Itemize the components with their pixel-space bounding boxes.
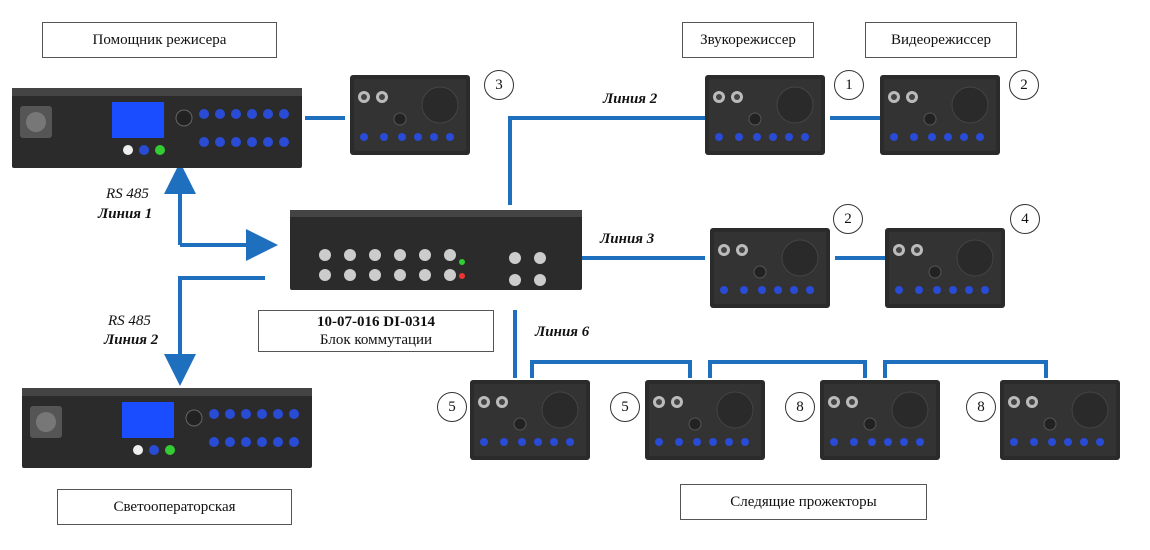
followspots-box: Следящие прожекторы bbox=[680, 484, 927, 520]
number-badge-8b: 8 bbox=[966, 392, 996, 422]
light-operator-box: Светооператорская bbox=[57, 489, 292, 525]
video-director-box: Видеорежиссер bbox=[865, 22, 1017, 58]
console-spot-2 bbox=[644, 379, 766, 461]
console-3 bbox=[349, 74, 471, 156]
switch-name-label: Блок коммутации bbox=[319, 332, 433, 348]
console-line3-a bbox=[709, 227, 831, 309]
console-spot-1 bbox=[469, 379, 591, 461]
number-badge-2b: 2 bbox=[833, 204, 863, 234]
video-director-label: Видеорежиссер bbox=[890, 31, 992, 48]
line2-label: Линия 2 bbox=[603, 91, 658, 107]
switch-box: 10-07-016 DI-0314 Блок коммутации bbox=[258, 310, 494, 352]
number-badge-1: 1 bbox=[834, 70, 864, 100]
sound-director-box: Звукорежиссер bbox=[682, 22, 814, 58]
number-badge-2a: 2 bbox=[1009, 70, 1039, 100]
console-video bbox=[879, 74, 1001, 156]
switch-model-label: 10-07-016 DI-0314 bbox=[317, 314, 435, 330]
assistant-rack-device bbox=[11, 87, 303, 169]
light-operator-label: Светооператорская bbox=[113, 498, 236, 515]
rs485-label-2: RS 485 bbox=[108, 313, 151, 329]
switch-unit bbox=[290, 210, 582, 290]
console-spot-4 bbox=[999, 379, 1121, 461]
line6-label: Линия 6 bbox=[535, 324, 590, 340]
line1-label: Линия 1 bbox=[98, 206, 153, 222]
light-rack-device bbox=[21, 387, 313, 469]
sound-director-label: Звукорежиссер bbox=[700, 31, 796, 48]
followspots-label: Следящие прожекторы bbox=[730, 493, 877, 510]
number-badge-5b: 5 bbox=[610, 392, 640, 422]
rs485-label-1: RS 485 bbox=[106, 186, 149, 202]
number-badge-8a: 8 bbox=[785, 392, 815, 422]
console-spot-3 bbox=[819, 379, 941, 461]
line3-label: Линия 3 bbox=[600, 231, 655, 247]
assistant-director-label: Помощник режисера bbox=[92, 31, 227, 48]
console-line3-b bbox=[884, 227, 1006, 309]
assistant-director-box: Помощник режисера bbox=[42, 22, 277, 58]
number-badge-4: 4 bbox=[1010, 204, 1040, 234]
number-badge-3: 3 bbox=[484, 70, 514, 100]
console-sound bbox=[704, 74, 826, 156]
line2-left-label: Линия 2 bbox=[104, 332, 159, 348]
number-badge-5a: 5 bbox=[437, 392, 467, 422]
